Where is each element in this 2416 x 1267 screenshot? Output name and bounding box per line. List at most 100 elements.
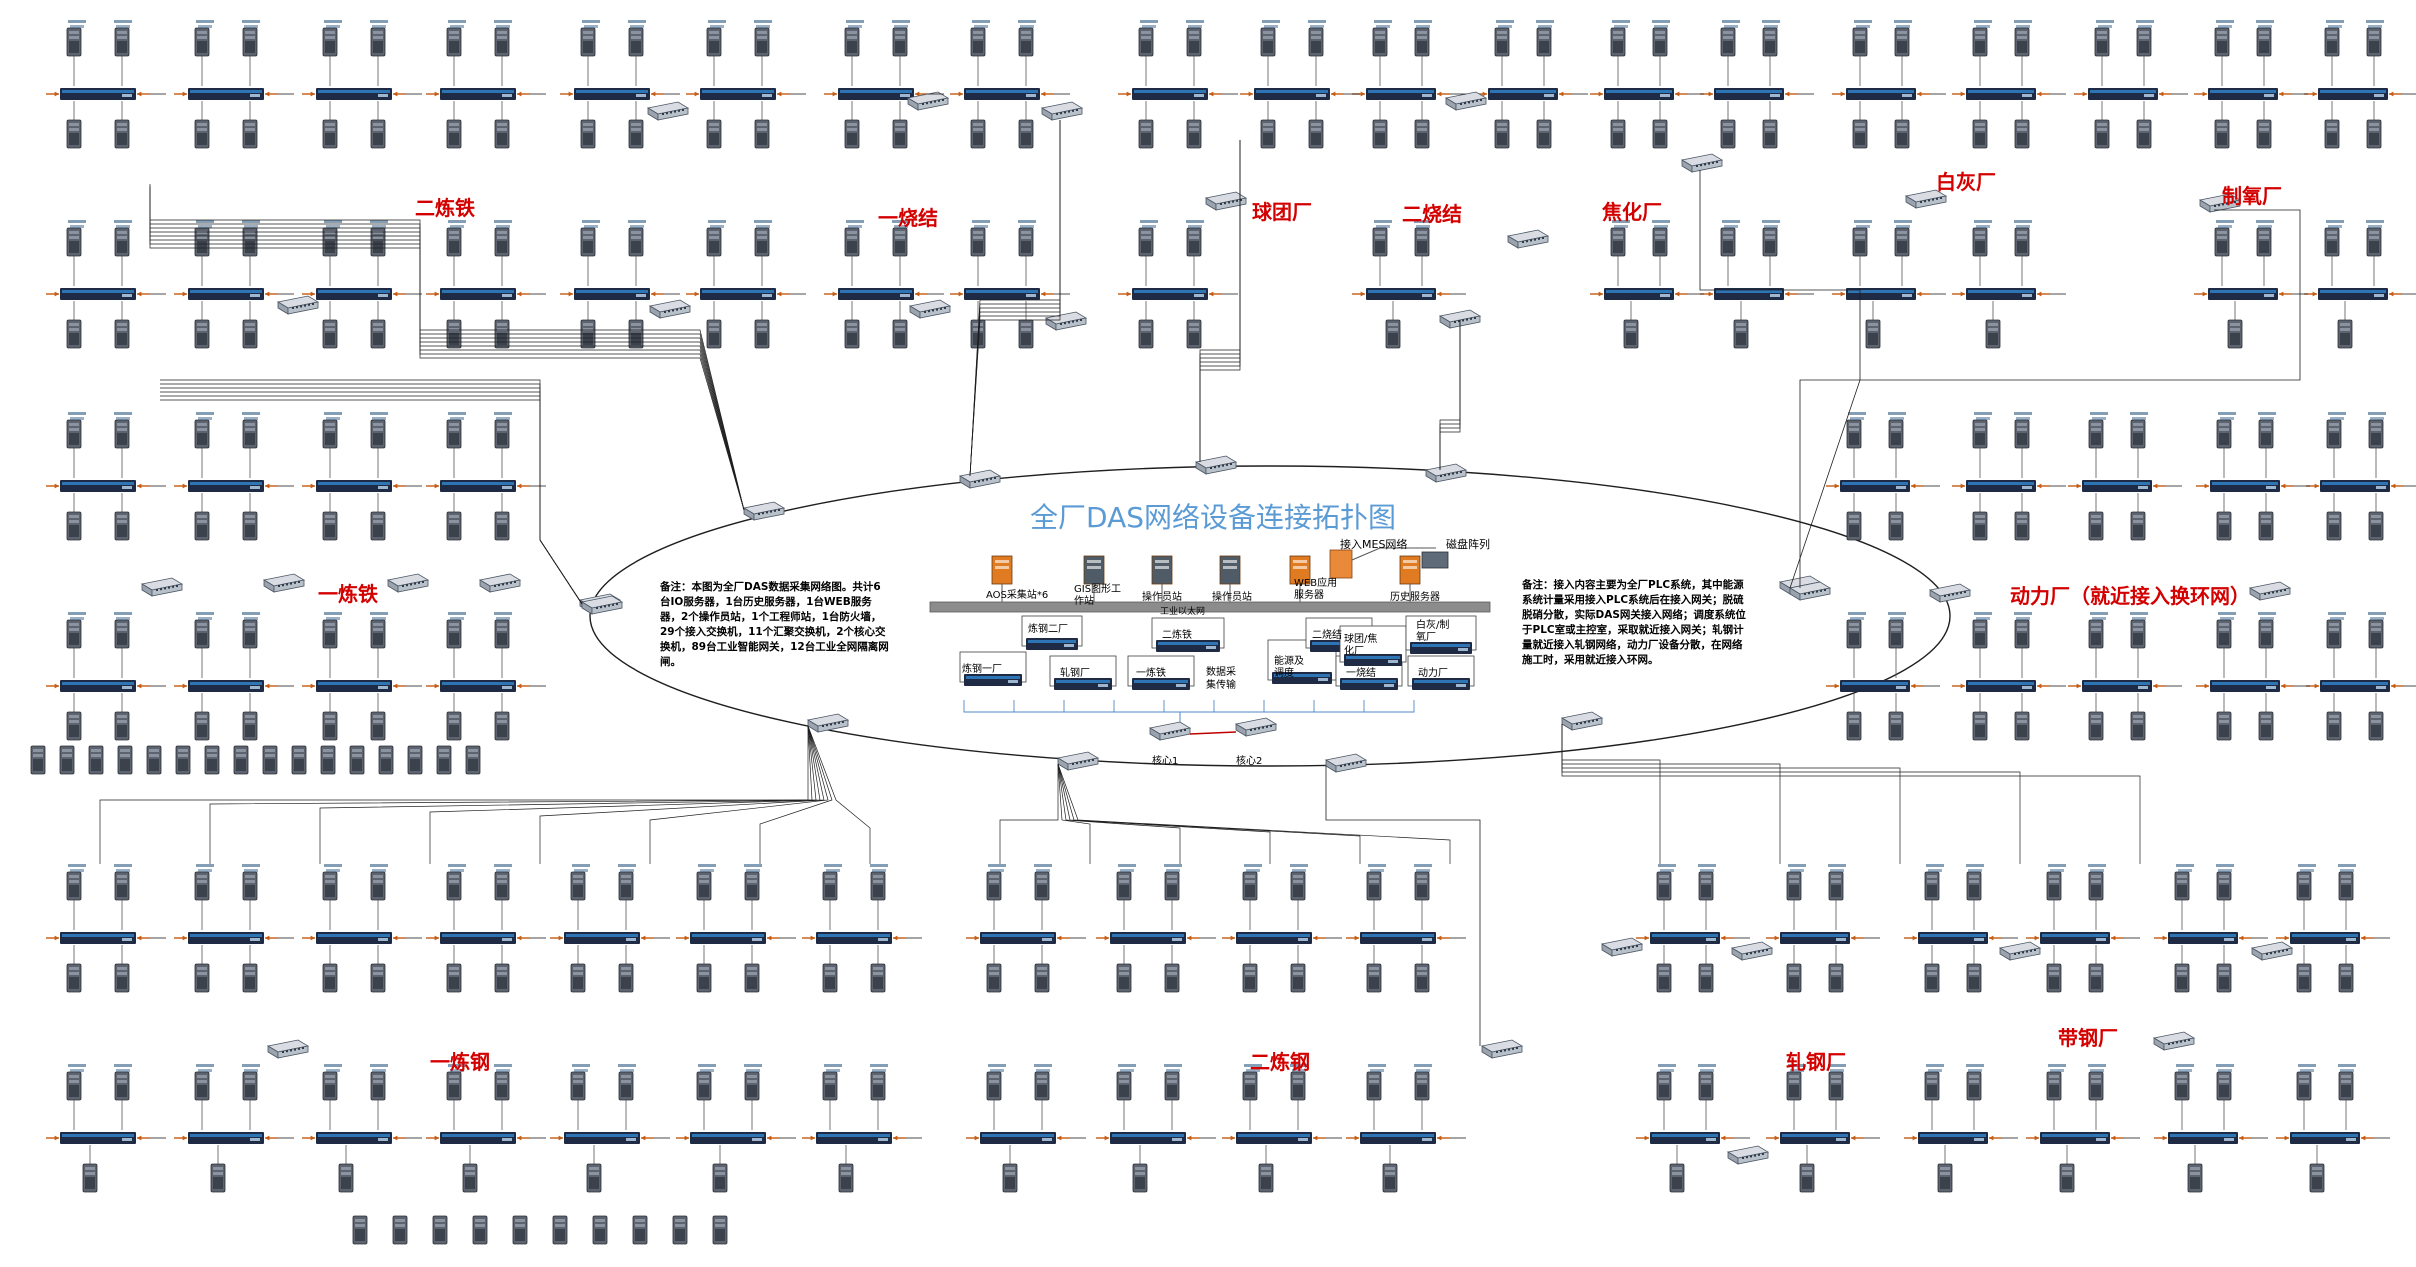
- industrial-ring-label: 工业以太网: [1160, 607, 1206, 617]
- switch-port: [2230, 201, 2232, 204]
- data-arrow-head: [1911, 483, 1916, 489]
- server-bay: [373, 725, 383, 737]
- gateway-stripe: [2322, 482, 2388, 485]
- ring-network: [589, 465, 1951, 767]
- gateway-led: [1206, 646, 1216, 649]
- server-bay: [709, 241, 719, 253]
- server-bay: [2133, 428, 2143, 431]
- tiny-label-mark: [1188, 225, 1202, 228]
- switch-port: [1750, 952, 1752, 955]
- data-arrow-head: [2361, 1135, 2366, 1141]
- server-bay: [1659, 1085, 1669, 1097]
- server-bay: [1293, 967, 1303, 970]
- tiny-label-mark: [1536, 20, 1554, 23]
- server-bay: [1167, 875, 1177, 878]
- server-bay: [439, 754, 449, 757]
- server-bay: [1375, 236, 1385, 239]
- server-bay: [1891, 433, 1901, 445]
- server-bay: [325, 623, 335, 626]
- server-bay: [245, 967, 255, 970]
- data-arrow-head: [517, 291, 522, 297]
- gateway-led: [2224, 1138, 2234, 1141]
- server-bay: [207, 749, 217, 752]
- server-bay: [69, 967, 79, 970]
- server-bay: [989, 977, 999, 989]
- server-bay: [555, 1229, 565, 1241]
- tiny-label-mark: [448, 612, 466, 615]
- gateway-stripe: [1342, 680, 1396, 683]
- switch-port: [774, 509, 776, 512]
- tiny-label-mark: [116, 869, 130, 872]
- server-bay: [2327, 36, 2337, 39]
- data-arrow-head: [182, 935, 187, 941]
- server-bay: [1189, 236, 1199, 239]
- gateway-stripe: [1362, 1134, 1434, 1137]
- server-bay: [33, 754, 43, 757]
- server-bay: [497, 241, 507, 253]
- server-bay: [1263, 31, 1273, 34]
- server-bay: [1167, 972, 1177, 975]
- server-bay: [583, 128, 593, 131]
- tiny-label-mark: [708, 220, 726, 223]
- server-bay: [841, 1172, 851, 1175]
- server-bay: [85, 1167, 95, 1170]
- switch-port: [1580, 722, 1582, 725]
- server-bay: [2097, 31, 2107, 34]
- tiny-label-mark: [2370, 617, 2384, 620]
- server-bay: [497, 715, 507, 718]
- gateway-led: [1770, 94, 1780, 97]
- switch-port: [414, 582, 416, 585]
- server-bay: [245, 433, 255, 445]
- gateway-stripe: [1716, 290, 1782, 293]
- switch-port: [1808, 592, 1810, 595]
- tiny-label-mark: [1376, 225, 1390, 228]
- tiny-label-mark: [1974, 20, 1992, 23]
- gateway-led: [1706, 1138, 1716, 1141]
- switch-port: [298, 1047, 300, 1050]
- switch-port: [1060, 323, 1062, 325]
- server-bay: [325, 885, 335, 897]
- server-bay: [1369, 875, 1379, 878]
- server-bay: [265, 754, 275, 757]
- tiny-label-mark: [584, 225, 598, 228]
- data-arrow-head: [694, 291, 699, 297]
- server-bay: [117, 128, 127, 131]
- server-bay: [1497, 41, 1507, 53]
- server-bay: [699, 1080, 709, 1083]
- tiny-label-mark: [1376, 25, 1390, 28]
- data-arrow-head: [777, 291, 782, 297]
- tiny-label-mark: [1020, 225, 1034, 228]
- gateway-led: [378, 686, 388, 689]
- server-bay: [1261, 1177, 1271, 1189]
- tiny-label-mark: [628, 220, 646, 223]
- switch-port: [1812, 591, 1814, 594]
- data-arrow-head: [1851, 1135, 1856, 1141]
- server-bay: [675, 1224, 685, 1227]
- tiny-label-mark: [372, 617, 386, 620]
- data-arrow-head: [777, 91, 782, 97]
- server-bay: [1765, 123, 1775, 126]
- core-server-bay: [1223, 560, 1237, 563]
- server-bay: [973, 128, 983, 131]
- tiny-label-mark: [1496, 20, 1514, 23]
- switch-port: [506, 582, 508, 585]
- server-bay: [1293, 885, 1303, 897]
- data-arrow-head: [54, 91, 59, 97]
- server-bay: [395, 1224, 405, 1227]
- tiny-label-mark: [496, 225, 510, 228]
- tiny-label-mark: [826, 869, 840, 872]
- data-arrow-head: [1644, 1135, 1649, 1141]
- trunk-line: [1199, 140, 1241, 462]
- server-bay: [2017, 31, 2027, 34]
- data-arrow-head: [1041, 91, 1046, 97]
- data-arrow-head: [1354, 935, 1359, 941]
- server-bay: [757, 333, 767, 345]
- switch-port: [1542, 237, 1544, 239]
- server-bay: [2219, 977, 2229, 989]
- server-bay: [2230, 323, 2240, 326]
- web-server-label: WEB应用服务器: [1294, 578, 1338, 601]
- tiny-label-mark: [116, 417, 130, 420]
- gateway-stripe: [190, 290, 262, 293]
- data-arrow-head: [434, 291, 439, 297]
- gateway-led: [1298, 1138, 1308, 1141]
